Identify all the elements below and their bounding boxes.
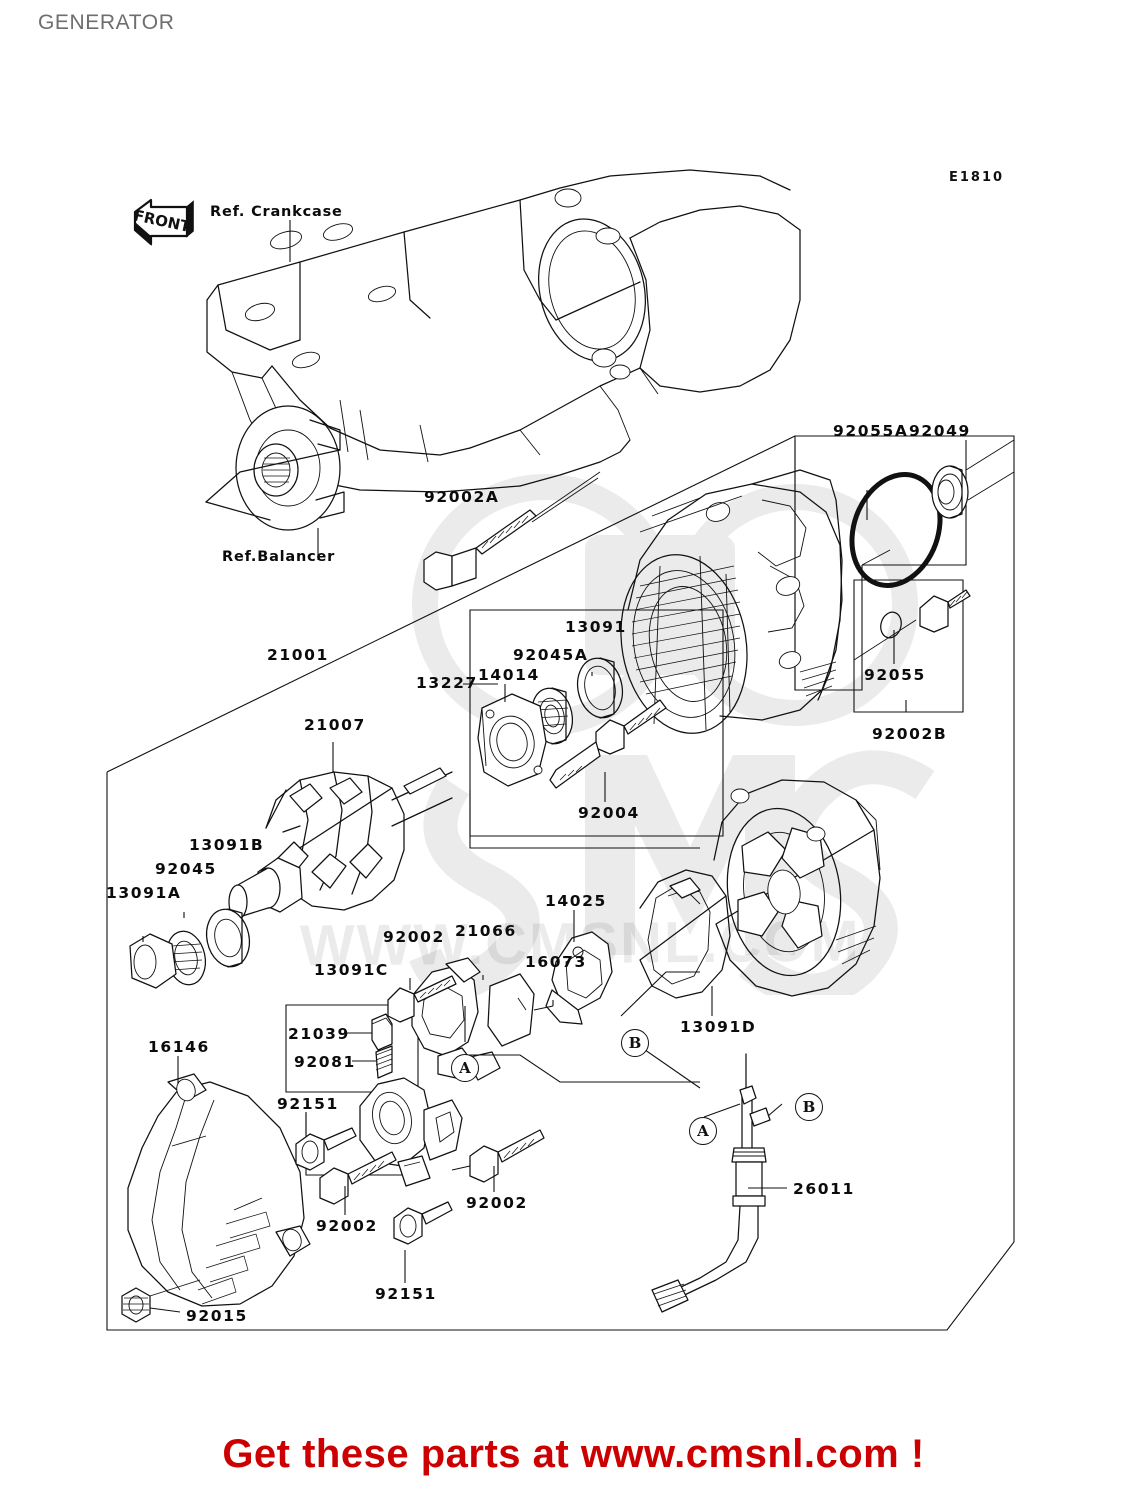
brush-holder-body bbox=[359, 1077, 463, 1187]
page-title: GENERATOR bbox=[38, 11, 175, 34]
stud-92004 bbox=[549, 699, 667, 802]
plate-14014 bbox=[463, 683, 547, 787]
cover-13091d bbox=[639, 869, 731, 1016]
part-label-16073[interactable]: 16073 bbox=[525, 953, 587, 971]
insulator-16073 bbox=[487, 973, 554, 1047]
part-label-13227[interactable]: 13227 bbox=[416, 674, 478, 692]
part-label-92055[interactable]: 92055 bbox=[864, 666, 926, 684]
part-label-13091c[interactable]: 13091C bbox=[314, 961, 389, 979]
part-label-92004[interactable]: 92004 bbox=[578, 804, 640, 822]
bolt-92002a bbox=[423, 471, 601, 591]
bolt-92002-left-lower bbox=[319, 1151, 397, 1215]
brush-21039 bbox=[345, 1013, 393, 1051]
crankcase-drawing bbox=[206, 169, 801, 493]
part-label-92081[interactable]: 92081 bbox=[294, 1053, 356, 1071]
part-label-92002-right[interactable]: 92002 bbox=[466, 1194, 528, 1212]
part-label-13091a[interactable]: 13091A bbox=[106, 884, 182, 902]
part-label-92015[interactable]: 92015 bbox=[186, 1307, 248, 1325]
bearing-13091 bbox=[576, 657, 624, 719]
bolt-92002-right-lower bbox=[451, 1129, 545, 1192]
bracket-14025 bbox=[545, 910, 613, 1025]
part-label-92045[interactable]: 92045 bbox=[155, 860, 217, 878]
part-label-26011[interactable]: 26011 bbox=[793, 1180, 855, 1198]
bearing-13091b bbox=[282, 825, 301, 833]
part-label-92045a[interactable]: 92045A bbox=[513, 646, 589, 664]
callout-b-sensor[interactable]: B bbox=[795, 1093, 823, 1121]
part-label-21001[interactable]: 21001 bbox=[267, 646, 329, 664]
part-label-13091[interactable]: 13091 bbox=[565, 618, 627, 636]
part-label-92002-left[interactable]: 92002 bbox=[316, 1217, 378, 1235]
part-label-14014[interactable]: 14014 bbox=[478, 666, 540, 684]
parts-diagram: .ln { fill:none; stroke:#111; stroke-wid… bbox=[106, 169, 1015, 1331]
assembly-box-92004 bbox=[469, 790, 700, 849]
flywheel-drawing bbox=[713, 779, 881, 997]
footer-promo-text[interactable]: Get these parts at www.cmsnl.com ! bbox=[222, 1432, 925, 1476]
part-label-21039[interactable]: 21039 bbox=[288, 1025, 350, 1043]
spring-92081 bbox=[352, 1045, 393, 1079]
part-label-92151-lower[interactable]: 92151 bbox=[375, 1285, 437, 1303]
callout-a-sensor[interactable]: A bbox=[689, 1117, 717, 1145]
rotor-21007 bbox=[228, 742, 453, 920]
diagram-code: E1810 bbox=[949, 170, 1005, 185]
part-label-92049[interactable]: 92049 bbox=[909, 422, 971, 440]
cover-16146 bbox=[127, 1056, 311, 1307]
bolt-92151-upper bbox=[295, 1113, 357, 1171]
part-label-13091b[interactable]: 13091B bbox=[189, 836, 265, 854]
part-label-14025[interactable]: 14025 bbox=[545, 892, 607, 910]
assembly-box-92002b bbox=[853, 579, 964, 713]
ref-label-balancer: Ref.Balancer bbox=[222, 549, 336, 565]
assembly-box-13227 bbox=[469, 609, 724, 837]
bearing-92045-ball bbox=[165, 930, 207, 986]
assembly-box-21001 bbox=[106, 435, 1015, 1331]
diagram-linework: .ln { fill:none; stroke:#111; stroke-wid… bbox=[106, 169, 1015, 1331]
part-label-92151-upper[interactable]: 92151 bbox=[277, 1095, 339, 1113]
bolt-92002b bbox=[853, 589, 971, 712]
part-label-92002-mid[interactable]: 92002 bbox=[383, 928, 445, 946]
part-label-13091d[interactable]: 13091D bbox=[680, 1018, 757, 1036]
part-label-92002a[interactable]: 92002A bbox=[424, 488, 500, 506]
o-ring-92055 bbox=[880, 611, 902, 664]
part-label-21007[interactable]: 21007 bbox=[304, 716, 366, 734]
bolt-92151-lower bbox=[393, 1201, 453, 1283]
o-ring-92055a bbox=[849, 472, 943, 588]
bearing-13091a bbox=[129, 933, 177, 989]
nut-92015 bbox=[121, 1279, 201, 1323]
bearing-92045-stack bbox=[183, 908, 251, 968]
callout-a-assembly[interactable]: A bbox=[451, 1054, 479, 1082]
stator-housing-drawing bbox=[620, 469, 843, 734]
front-direction-arrow-icon: FRONT bbox=[132, 198, 194, 246]
bearing-92049 bbox=[931, 439, 1015, 519]
part-label-92002b[interactable]: 92002B bbox=[872, 725, 948, 743]
bolt-92002-mid bbox=[387, 975, 457, 1023]
part-label-92055a[interactable]: 92055A bbox=[833, 422, 909, 440]
balancer-drawing bbox=[205, 405, 345, 560]
callout-b-assembly[interactable]: B bbox=[621, 1029, 649, 1057]
ref-label-crankcase: Ref. Crankcase bbox=[210, 204, 343, 220]
wire-26011 bbox=[651, 1053, 787, 1313]
part-label-16146[interactable]: 16146 bbox=[148, 1038, 210, 1056]
part-label-21066[interactable]: 21066 bbox=[455, 922, 517, 940]
